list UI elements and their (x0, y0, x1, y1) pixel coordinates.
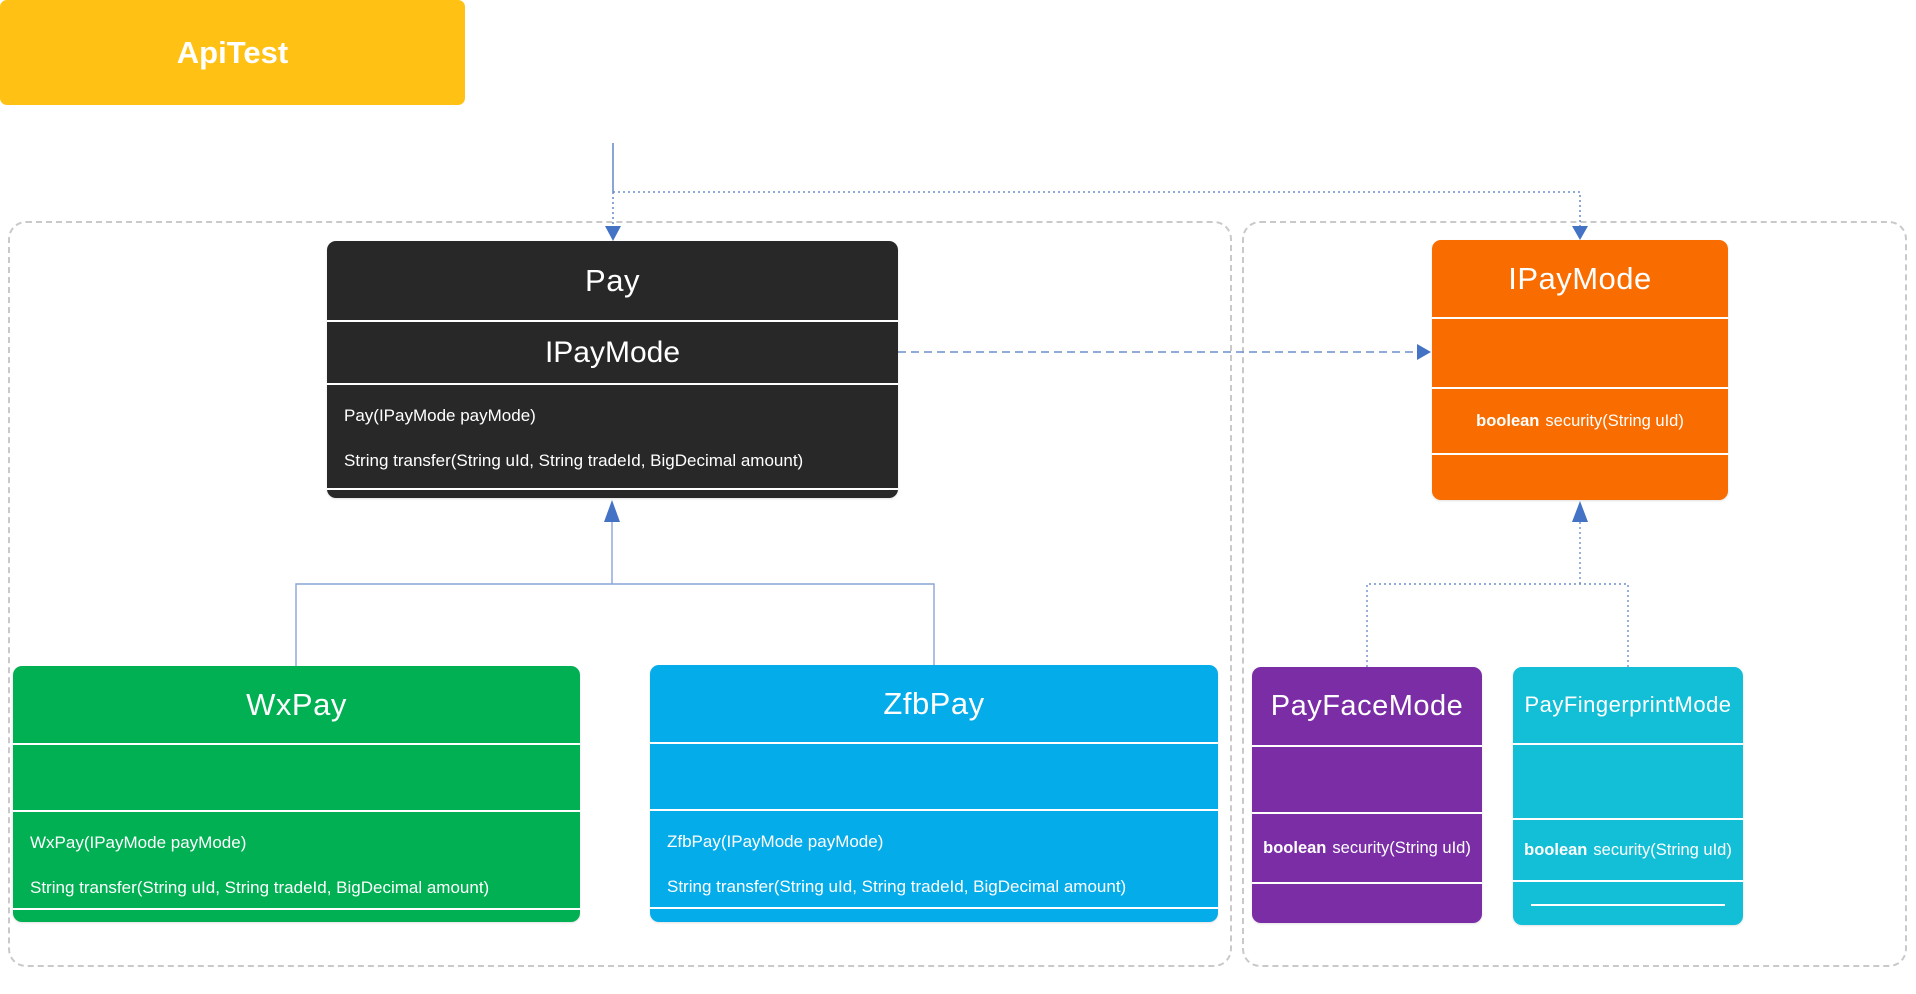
ipaymode-footer-section (1432, 453, 1728, 500)
payfingerprintmode-attrs-section (1513, 743, 1743, 818)
ipaymode-title: IPayMode (1508, 260, 1652, 296)
wxpay-attrs-section (13, 743, 580, 810)
payfacemode-security-method: boolean security(String uId) (1252, 812, 1482, 882)
pay-transfer-method: String transfer(String uId, String trade… (344, 450, 804, 470)
pay-field-ipaymode: IPayMode (327, 320, 898, 383)
class-node-apitest[interactable]: ApiTest (0, 0, 465, 105)
zfbpay-methods-section: ZfbPay(IPayMode payMode) String transfer… (650, 809, 1218, 907)
wxpay-constructor-method: WxPay(IPayMode payMode) (30, 832, 247, 852)
footer-divider-line (1531, 904, 1725, 906)
class-node-ipaymode[interactable]: IPayMode boolean security(String uId) (1432, 240, 1728, 500)
wxpay-transfer-method: String transfer(String uId, String trade… (30, 877, 490, 897)
payfingerprintmode-security-method: boolean security(String uId) (1513, 818, 1743, 880)
wxpay-title: WxPay (246, 686, 347, 722)
zfbpay-constructor-method: ZfbPay(IPayMode payMode) (667, 831, 884, 851)
boolean-keyword: boolean (1524, 840, 1588, 859)
class-node-payfingerprintmode[interactable]: PayFingerprintMode boolean security(Stri… (1513, 667, 1743, 925)
security-signature: security(String uId) (1332, 838, 1471, 857)
apitest-title: ApiTest (176, 34, 289, 70)
payfacemode-attrs-section (1252, 745, 1482, 812)
payfacemode-footer-section (1252, 882, 1482, 923)
ipaymode-attrs-section (1432, 317, 1728, 387)
pay-constructor-method: Pay(IPayMode payMode) (344, 405, 536, 425)
class-node-wxpay[interactable]: WxPay WxPay(IPayMode payMode) String tra… (13, 666, 580, 922)
ipaymode-security-method: boolean security(String uId) (1432, 387, 1728, 453)
wxpay-methods-section: WxPay(IPayMode payMode) String transfer(… (13, 810, 580, 908)
class-node-payfacemode[interactable]: PayFaceMode boolean security(String uId) (1252, 667, 1482, 923)
security-signature: security(String uId) (1593, 840, 1732, 859)
class-node-pay[interactable]: Pay IPayMode Pay(IPayMode payMode) Strin… (327, 241, 898, 498)
boolean-keyword: boolean (1263, 838, 1327, 857)
zfbpay-title: ZfbPay (883, 685, 985, 721)
boolean-keyword: boolean (1476, 411, 1540, 430)
wxpay-footer-section (13, 908, 580, 922)
zfbpay-attrs-section (650, 742, 1218, 809)
class-node-zfbpay[interactable]: ZfbPay ZfbPay(IPayMode payMode) String t… (650, 665, 1218, 922)
zfbpay-transfer-method: String transfer(String uId, String trade… (667, 876, 1127, 896)
security-signature: security(String uId) (1545, 411, 1684, 430)
pay-title: Pay (585, 262, 640, 298)
pay-footer-section (327, 488, 898, 498)
payfingerprintmode-title: PayFingerprintMode (1524, 692, 1732, 717)
payfacemode-title: PayFaceMode (1270, 689, 1464, 722)
zfbpay-footer-section (650, 907, 1218, 922)
payfingerprintmode-footer-section (1513, 880, 1743, 925)
pay-methods-section: Pay(IPayMode payMode) String transfer(St… (327, 383, 898, 488)
